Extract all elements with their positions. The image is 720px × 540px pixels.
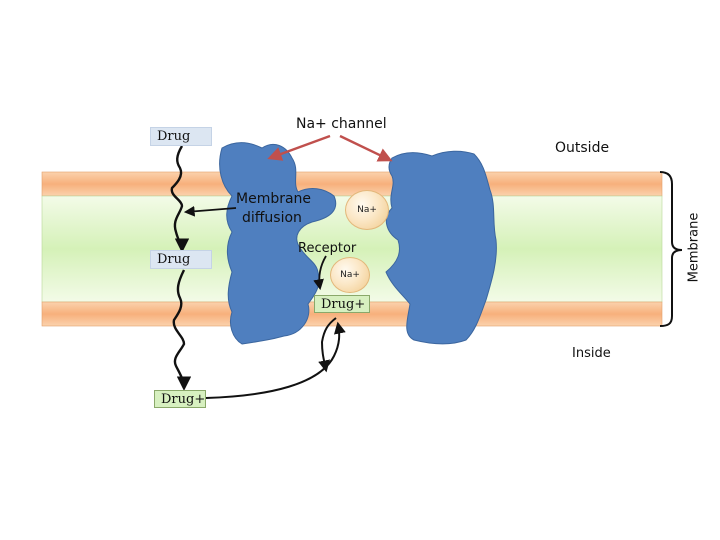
outside-label: Outside [555,140,610,156]
membrane-diffusion-arrow [183,205,237,217]
membrane-bracket [659,171,683,327]
drug-plus-box-bottom: Drug+ [154,390,206,408]
inside-label: Inside [572,346,611,361]
lipid-head-top [41,171,663,197]
membrane-label: Membrane [686,212,702,283]
diffusion-path-lower [172,269,192,391]
na-channel-arrow-right [339,134,393,162]
drug-plus-entry-arrow [318,317,337,373]
membrane-diffusion-label-line2: diffusion [242,210,302,226]
sodium-ion-lower: Na+ [330,257,370,293]
diffusion-path-upper [170,145,190,253]
receptor-arrow [313,255,327,291]
drug-box-top: Drug [150,127,212,146]
membrane-diffusion-label-line1: Membrane [236,191,312,207]
drug-box-middle: Drug [150,250,212,269]
na-channel-arrow-left [267,134,331,161]
sodium-ion-upper: Na+ [345,190,389,230]
channel-protein-left [219,142,337,345]
channel-protein-right [385,150,497,345]
drug-plus-box-receptor: Drug+ [314,295,370,313]
na-channel-label: Na+ channel [296,116,387,132]
receptor-label: Receptor [298,241,357,256]
